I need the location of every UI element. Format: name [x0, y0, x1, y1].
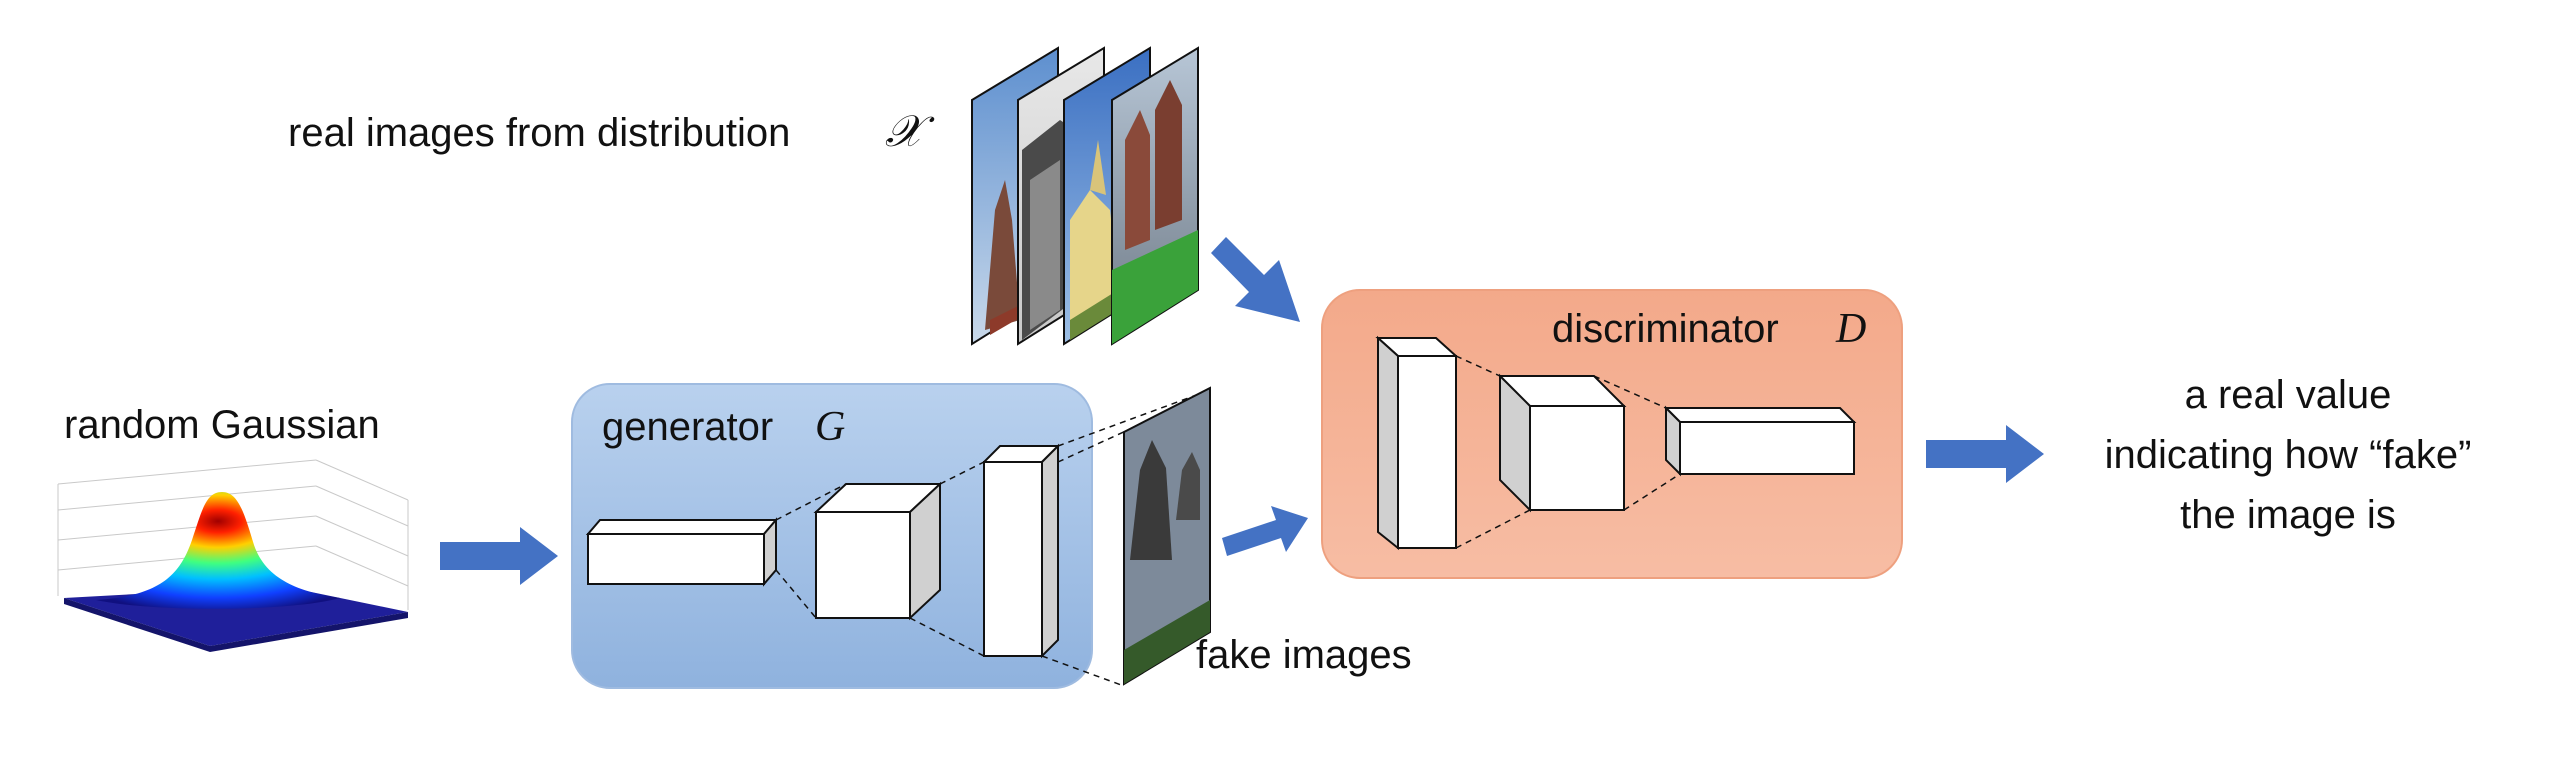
- generator-symbol: G: [815, 404, 845, 450]
- output-label-line-1: a real value: [2185, 373, 2392, 417]
- arrow-discriminator-to-output: [1926, 425, 2044, 483]
- discriminator-label: discriminator: [1552, 307, 1779, 351]
- arrow-fake-to-discriminator: [1222, 506, 1308, 556]
- discriminator-layers: [1375, 335, 1857, 551]
- output-label-line-3: the image is: [2180, 493, 2396, 537]
- arrow-gaussian-to-generator: [440, 527, 558, 585]
- random-gaussian-label: random Gaussian: [64, 403, 380, 447]
- generator-label: generator: [602, 405, 773, 449]
- discriminator-connectors: [1455, 355, 1681, 549]
- output-label-line-2: indicating how “fake”: [2105, 433, 2472, 477]
- gaussian-plot-icon: [57, 459, 409, 652]
- fake-image: [1123, 386, 1211, 686]
- discriminator-symbol: D: [1835, 306, 1866, 352]
- generator-connectors: [775, 389, 1211, 687]
- generator-layers: [585, 443, 1061, 659]
- real-image-4: [1111, 46, 1199, 346]
- real-images-symbol: 𝒳: [885, 107, 935, 156]
- fake-images-label: fake images: [1196, 633, 1412, 677]
- arrow-real-to-discriminator: [1211, 237, 1300, 322]
- real-image-stack: [971, 46, 1199, 346]
- real-images-label: real images from distribution: [288, 111, 790, 155]
